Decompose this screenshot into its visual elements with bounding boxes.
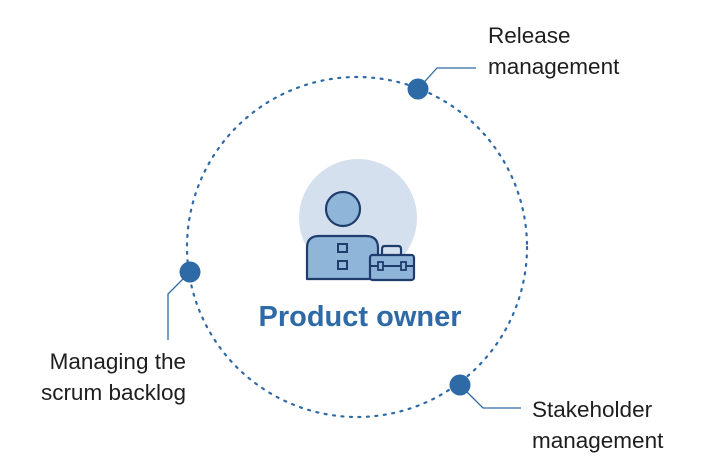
- backlog-leader-line: [167, 271, 191, 340]
- scrum-backlog-label: Managing the scrum backlog: [41, 346, 186, 408]
- stakeholder-management-label: Stakeholder management: [532, 394, 663, 456]
- backlog-node-dot: [179, 261, 201, 283]
- stakeholder-node-dot: [449, 374, 471, 396]
- backlog-label-line-2: scrum backlog: [40, 380, 186, 405]
- briefcase-icon: [368, 244, 416, 282]
- release-label-line-1: Release: [488, 23, 571, 48]
- release-node-dot: [407, 78, 429, 100]
- orbit-ring: [185, 75, 529, 419]
- person-icon: [305, 190, 380, 281]
- stakeholder-leader-line: [459, 384, 521, 409]
- release-label-line-2: management: [488, 54, 620, 79]
- release-management-label: Release management: [488, 20, 619, 82]
- center-title: Product owner: [258, 301, 462, 333]
- stakeholder-label-line-1: Stakeholder: [532, 397, 653, 422]
- backlog-label-line-1: Managing the: [49, 349, 186, 374]
- stakeholder-label-line-2: management: [532, 428, 664, 453]
